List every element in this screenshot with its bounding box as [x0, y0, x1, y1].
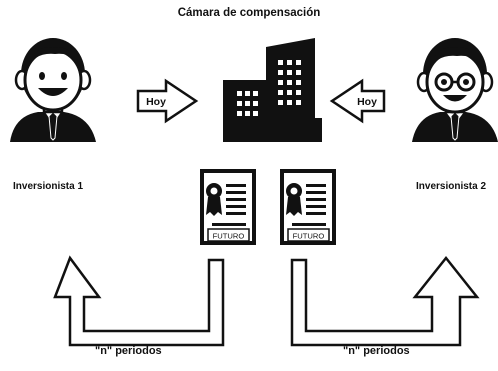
certificate-label-right: FUTURO [293, 232, 325, 241]
today-label-left: Hoy [146, 96, 166, 108]
periods-label-left: "n" periodos [95, 345, 162, 357]
periods-label-right: "n" periodos [343, 345, 410, 357]
certificate-right: FUTURO [280, 169, 336, 245]
investor-1-label: Inversionista 1 [13, 181, 84, 192]
certificate-left: FUTURO [200, 169, 256, 245]
today-arrow-left: Hoy [136, 78, 199, 124]
certificate-label-left: FUTURO [213, 232, 245, 241]
investor-2-icon [412, 38, 498, 142]
building-icon [223, 38, 322, 142]
today-label-right: Hoy [357, 96, 377, 108]
periods-arrow-left [53, 255, 225, 347]
certificate-icon [286, 183, 302, 216]
today-arrow-right: Hoy [329, 78, 386, 124]
certificate-icon [206, 183, 222, 216]
periods-arrow-right [290, 255, 480, 347]
investor-1-icon [10, 38, 96, 142]
investor-2-label: Inversionista 2 [416, 181, 487, 192]
clearing-house-title: Cámara de compensación [177, 7, 321, 19]
